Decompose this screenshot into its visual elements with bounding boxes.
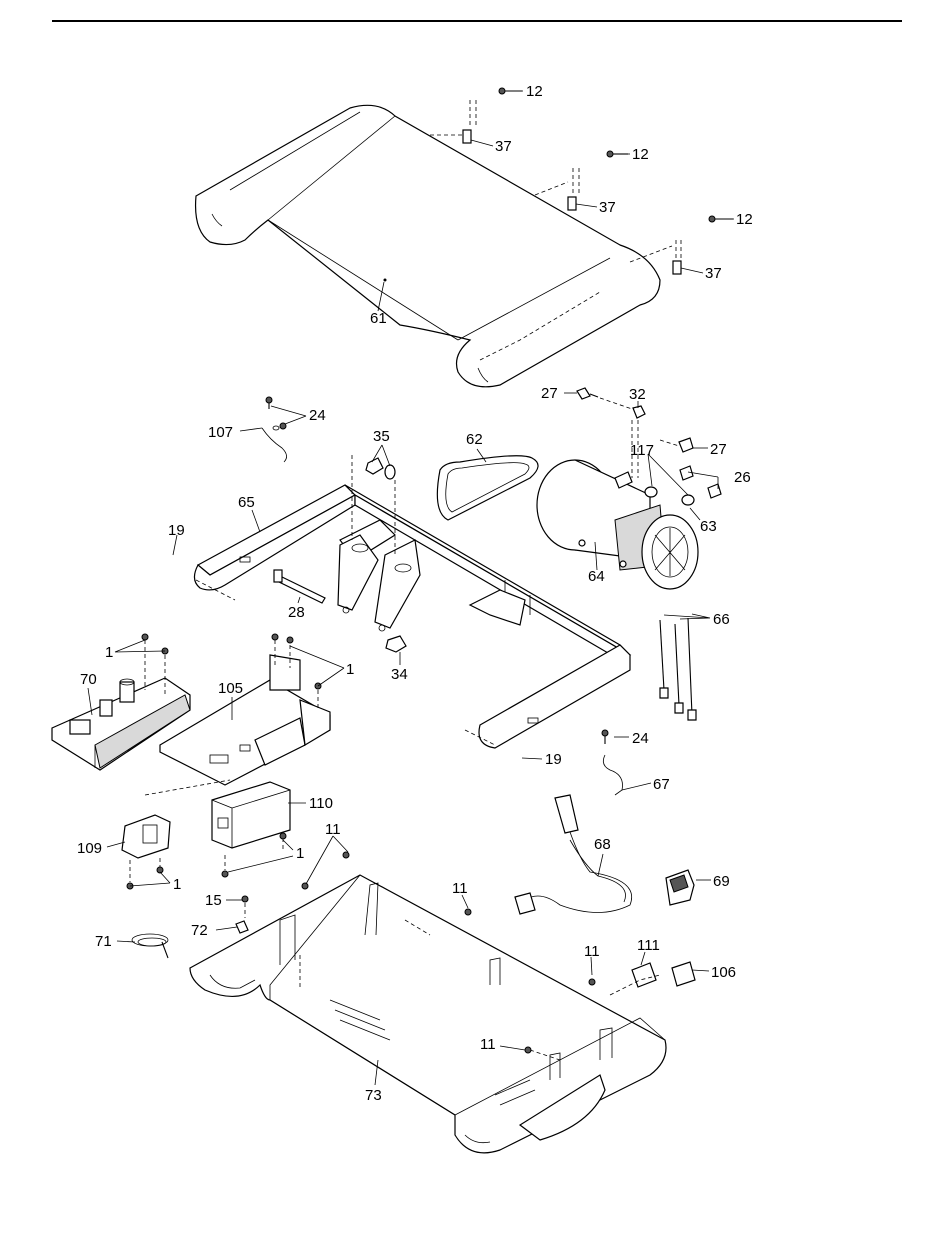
callout-37-a: 37 bbox=[495, 138, 512, 155]
callout-62: 62 bbox=[466, 431, 483, 448]
switches bbox=[589, 870, 695, 995]
callout-27-b: 27 bbox=[710, 441, 727, 458]
callout-26: 26 bbox=[734, 469, 751, 486]
callout-11-d: 11 bbox=[480, 1036, 496, 1053]
callout-28: 28 bbox=[288, 604, 305, 621]
callout-70: 70 bbox=[80, 671, 97, 688]
callout-64: 64 bbox=[588, 568, 605, 585]
callout-73: 73 bbox=[365, 1087, 382, 1104]
callout-69: 69 bbox=[713, 873, 730, 890]
callout-1-a: 1 bbox=[105, 644, 113, 661]
drive-belt bbox=[437, 456, 538, 520]
callout-34: 34 bbox=[391, 666, 408, 683]
callout-109: 109 bbox=[77, 840, 102, 857]
callout-11-a: 11 bbox=[325, 821, 341, 838]
callout-24-b: 24 bbox=[632, 730, 649, 747]
callout-72: 72 bbox=[191, 922, 208, 939]
callout-1-c: 1 bbox=[296, 845, 304, 862]
callout-1-b: 1 bbox=[346, 661, 354, 678]
callout-117: 117 bbox=[630, 442, 654, 459]
callout-24-a: 24 bbox=[309, 407, 326, 424]
callout-63: 63 bbox=[700, 518, 717, 535]
callout-11-c: 11 bbox=[584, 943, 600, 960]
callout-61: 61 bbox=[370, 310, 387, 327]
callout-71: 71 bbox=[95, 933, 112, 950]
callout-15: 15 bbox=[205, 892, 222, 909]
power-cord bbox=[515, 795, 632, 914]
callout-107: 107 bbox=[208, 424, 233, 441]
callout-11-b: 11 bbox=[452, 880, 468, 897]
callout-12-b: 12 bbox=[632, 146, 649, 163]
callout-12-c: 12 bbox=[736, 211, 753, 228]
drive-motor bbox=[537, 460, 698, 589]
callout-12-a: 12 bbox=[526, 83, 543, 100]
callout-105: 105 bbox=[218, 680, 243, 697]
callout-37-b: 37 bbox=[599, 199, 616, 216]
callout-68: 68 bbox=[594, 836, 611, 853]
callout-19-b: 19 bbox=[545, 751, 562, 768]
motor-hood bbox=[196, 105, 660, 386]
callout-37-c: 37 bbox=[705, 265, 722, 282]
callout-1-d: 1 bbox=[173, 876, 181, 893]
callout-111: 111 bbox=[637, 937, 660, 954]
motor-base bbox=[190, 852, 666, 1153]
callout-32: 32 bbox=[629, 386, 646, 403]
callout-67: 67 bbox=[653, 776, 670, 793]
capacitor-and-filter bbox=[122, 780, 290, 889]
callout-35: 35 bbox=[373, 428, 390, 445]
callout-106: 106 bbox=[711, 964, 736, 981]
callout-66: 66 bbox=[713, 611, 730, 628]
callout-65: 65 bbox=[238, 494, 255, 511]
cable-ties bbox=[660, 618, 696, 720]
callout-19-a: 19 bbox=[168, 522, 185, 539]
callout-110: 110 bbox=[309, 795, 333, 812]
callout-27-a: 27 bbox=[541, 385, 558, 402]
